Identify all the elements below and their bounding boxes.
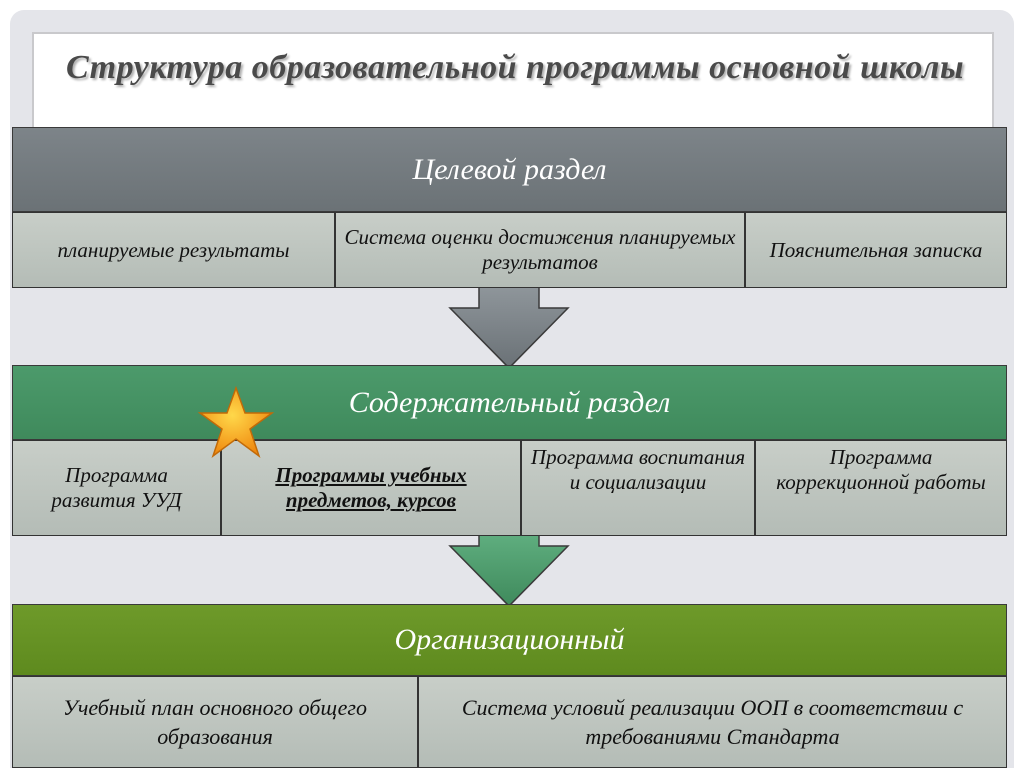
item-assessment-system: Система оценки достижения планируемых ре… bbox=[335, 212, 745, 288]
item-upbringing-program: Программа воспитания и социализации bbox=[521, 440, 755, 536]
item-curriculum: Учебный план основного общего образовани… bbox=[12, 676, 418, 768]
section-header-target: Целевой раздел bbox=[12, 127, 1007, 212]
slide-title: Структура образовательной программы осно… bbox=[65, 49, 965, 86]
title-inner bbox=[42, 40, 982, 140]
item-correction-program: Программа коррекционной работы bbox=[755, 440, 1007, 536]
section-header-organizational: Организационный bbox=[12, 604, 1007, 676]
section-target-items: планируемые результаты Система оценки до… bbox=[12, 212, 1007, 288]
item-subject-programs: Программы учебных предметов, курсов bbox=[221, 440, 521, 536]
section-organizational-items: Учебный план основного общего образовани… bbox=[12, 676, 1007, 768]
item-conditions-system: Система условий реализации ООП в соответ… bbox=[418, 676, 1007, 768]
item-uud-program: Программа развития УУД bbox=[12, 440, 221, 536]
item-planned-results: планируемые результаты bbox=[12, 212, 335, 288]
down-arrow-2 bbox=[448, 534, 570, 608]
star-icon bbox=[198, 386, 274, 458]
down-arrow-1 bbox=[448, 286, 570, 370]
item-explanatory-note: Пояснительная записка bbox=[745, 212, 1007, 288]
section-header-content: Содержательный раздел bbox=[12, 365, 1007, 440]
section-content-items: Программа развития УУД Программы учебных… bbox=[12, 440, 1007, 536]
